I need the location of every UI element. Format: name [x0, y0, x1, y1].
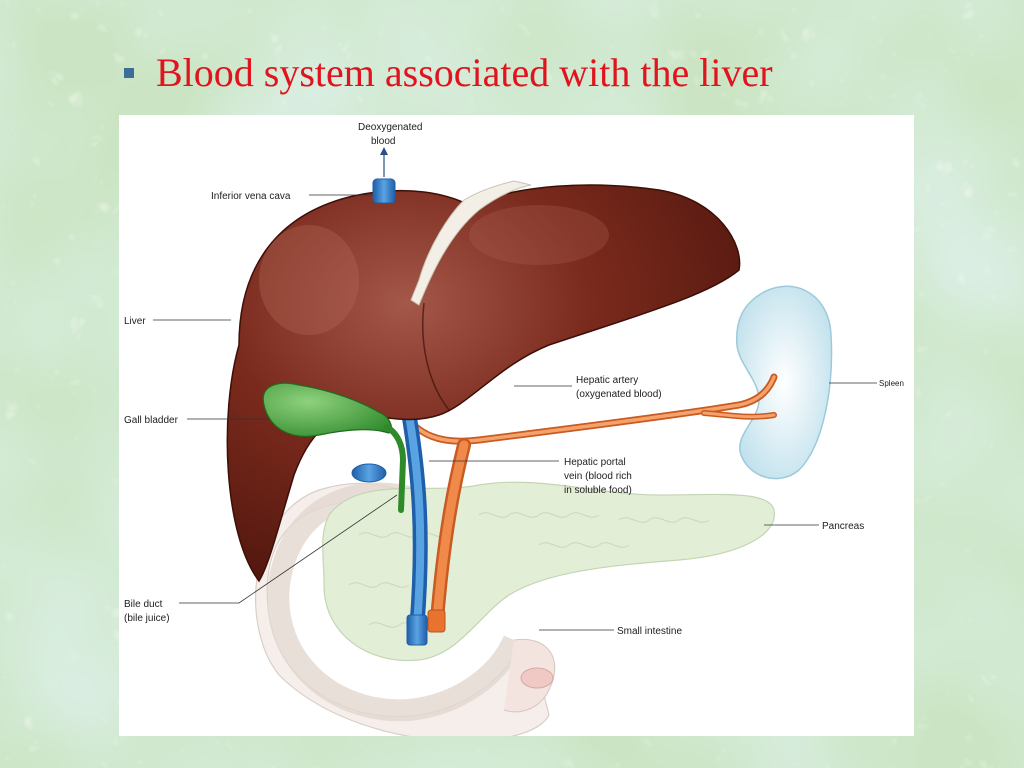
liver	[226, 180, 741, 583]
label-liver: Liver	[124, 316, 146, 327]
upward-arrow-icon	[380, 147, 388, 177]
hepatic-portal-vein	[351, 407, 428, 646]
label-hepatic-portal-line1: Hepatic portal	[564, 457, 626, 468]
diagram-labels: Deoxygenated blood Inferior vena cava Li…	[124, 122, 904, 637]
anatomy-illustration: Deoxygenated blood Inferior vena cava Li…	[124, 122, 904, 736]
label-leader-lines	[153, 194, 877, 631]
label-small-intestine: Small intestine	[617, 626, 682, 637]
label-spleen: Spleen	[879, 379, 904, 388]
slide-title-text: Blood system associated with the liver	[156, 50, 773, 95]
label-hepatic-portal-line3: in soluble food)	[564, 485, 632, 496]
spleen	[736, 285, 833, 480]
label-gall-bladder: Gall bladder	[124, 415, 179, 426]
label-hepatic-artery-line2: (oxygenated blood)	[576, 389, 662, 400]
label-deoxygenated-line2: blood	[371, 136, 395, 147]
label-hepatic-portal-line2: vein (blood rich	[564, 471, 632, 482]
bile-duct	[384, 424, 407, 513]
liver-blood-system-diagram: Deoxygenated blood Inferior vena cava Li…	[119, 115, 914, 736]
bullet-square-icon	[124, 68, 134, 78]
hepatic-artery	[395, 373, 778, 633]
gall-bladder	[262, 382, 393, 437]
label-deoxygenated-line1: Deoxygenated	[358, 122, 423, 133]
inferior-vena-cava	[372, 178, 396, 204]
slide-title: Blood system associated with the liver	[124, 48, 773, 98]
pancreas	[322, 481, 775, 662]
label-inferior-vena-cava: Inferior vena cava	[211, 191, 291, 202]
label-hepatic-artery-line1: Hepatic artery	[576, 375, 638, 386]
label-bile-duct-line1: Bile duct	[124, 599, 163, 610]
label-bile-duct-line2: (bile juice)	[124, 613, 170, 624]
label-pancreas: Pancreas	[822, 521, 864, 532]
